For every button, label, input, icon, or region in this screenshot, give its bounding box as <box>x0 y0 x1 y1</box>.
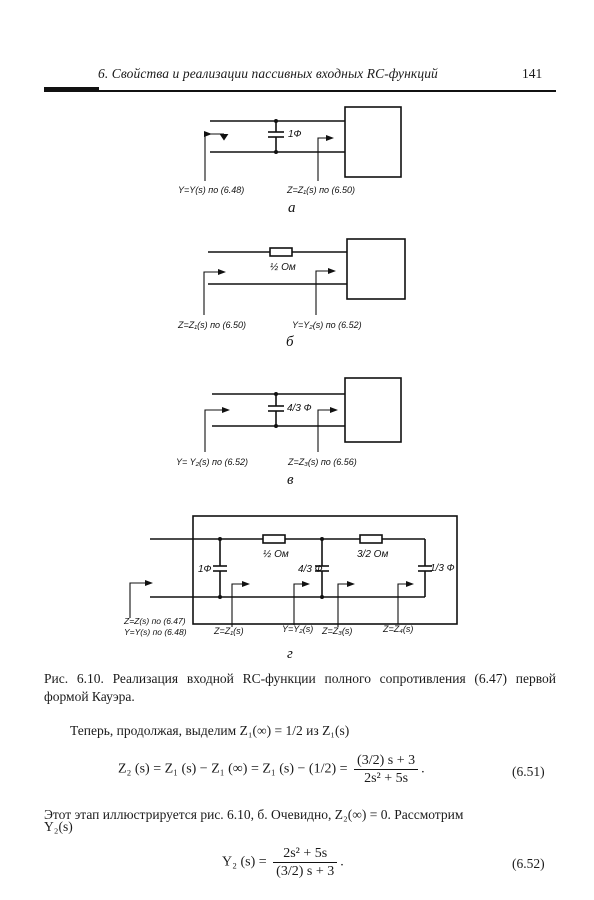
resistor-2 <box>359 534 383 544</box>
left-port-label: Y=Y(s) по (6.48) <box>178 185 244 195</box>
left-port-label: Y= Y₂(s) по (6.52) <box>176 457 248 467</box>
label-y: Y=Y(s) по (6.48) <box>124 627 187 637</box>
eq-numerator: 2s² + 5s <box>273 845 338 863</box>
equation-number: (6.51) <box>512 764 545 779</box>
eq-tail: . <box>340 854 344 870</box>
subfigure-g: 1Ф ½ Ом 4/3 Ф 3/2 Ом 1/3 Ф Z=Z(s) по (6.… <box>123 515 458 662</box>
figure-caption: Рис. 6.10. Реализация входной RC-функции… <box>44 671 556 704</box>
resistor <box>269 247 293 257</box>
subfigure-letter: г <box>287 646 293 662</box>
subfigure-letter: в <box>287 472 294 488</box>
header-rule <box>44 90 556 92</box>
network-box <box>346 238 406 300</box>
res-label: ½ Ом <box>270 262 296 273</box>
cap-label: 4/3 Ф <box>287 403 312 414</box>
resistor-1 <box>262 534 286 544</box>
equation-6-51: Z₂ (s) = Z₁ (s) − Z₁ (∞) = Z₁ (s) − (1/2… <box>118 752 425 787</box>
paragraph-2-cont: Y₂(s) <box>44 819 73 834</box>
label-z3: Z=Z₃(s) <box>321 626 352 636</box>
figure-6-10: 1Ф Y=Y(s) по (6.48) Z=Z₁(s) по (6.50) а … <box>123 106 458 662</box>
network-box <box>344 106 402 178</box>
subfigure-letter: б <box>286 334 294 350</box>
subfigure-b: ½ Ом Z=Z₁(s) по (6.50) Y=Y₂(s) по (6.52)… <box>177 238 406 350</box>
network-box <box>344 377 402 443</box>
label-z4: Z=Z₄(s) <box>382 624 413 634</box>
label-y2: Y=Y₂(s) <box>282 624 313 634</box>
eq-denominator: 2s² + 5s <box>364 771 409 786</box>
equation-number: (6.52) <box>512 856 545 871</box>
running-header-title: 6. Свойства и реализации пассивных входн… <box>98 66 438 81</box>
label-z1: Z=Z₁(s) <box>213 626 244 636</box>
c2-label: 4/3 Ф <box>298 564 323 575</box>
left-port-label: Z=Z₁(s) по (6.50) <box>177 320 246 330</box>
paragraph-1: Теперь, продолжая, выделим Z₁(∞) = 1/2 и… <box>70 723 350 738</box>
eq-fraction: 2s² + 5s (3/2) s + 3 <box>273 845 338 880</box>
eq-tail: . <box>421 761 425 777</box>
equation-6-52: Y₂ (s) = 2s² + 5s (3/2) s + 3 . <box>222 845 344 880</box>
cap-label: 1Ф <box>288 129 302 140</box>
paragraph-2: Этот этап иллюстрируется рис. 6.10, б. О… <box>44 807 464 822</box>
eq-numerator: (3/2) s + 3 <box>354 752 419 770</box>
eq-lhs: Y₂ (s) = <box>222 854 267 870</box>
c1-label: 1Ф <box>198 564 212 575</box>
page-number: 141 <box>522 66 543 81</box>
right-port-label: Z=Z₁(s) по (6.50) <box>286 185 355 195</box>
eq-lhs: Z₂ (s) = Z₁ (s) − Z₁ (∞) = Z₁ (s) − (1/2… <box>118 761 348 777</box>
subfigure-a: 1Ф Y=Y(s) по (6.48) Z=Z₁(s) по (6.50) а <box>178 106 402 216</box>
network-box <box>192 515 458 625</box>
label-z: Z=Z(s) по (6.47) <box>123 616 186 626</box>
subfigure-letter: а <box>288 200 296 216</box>
c3-label: 1/3 Ф <box>430 563 455 574</box>
right-port-label: Z=Z₃(s) по (6.56) <box>287 457 357 467</box>
header-rule-lead <box>44 87 99 90</box>
eq-fraction: (3/2) s + 3 2s² + 5s <box>354 752 419 787</box>
subfigure-v: 4/3 Ф Y= Y₂(s) по (6.52) Z=Z₃(s) по (6.5… <box>176 377 402 488</box>
eq-denominator: (3/2) s + 3 <box>276 864 335 879</box>
right-port-label: Y=Y₂(s) по (6.52) <box>292 320 362 330</box>
r1-label: ½ Ом <box>263 549 289 560</box>
r2-label: 3/2 Ом <box>357 549 388 560</box>
